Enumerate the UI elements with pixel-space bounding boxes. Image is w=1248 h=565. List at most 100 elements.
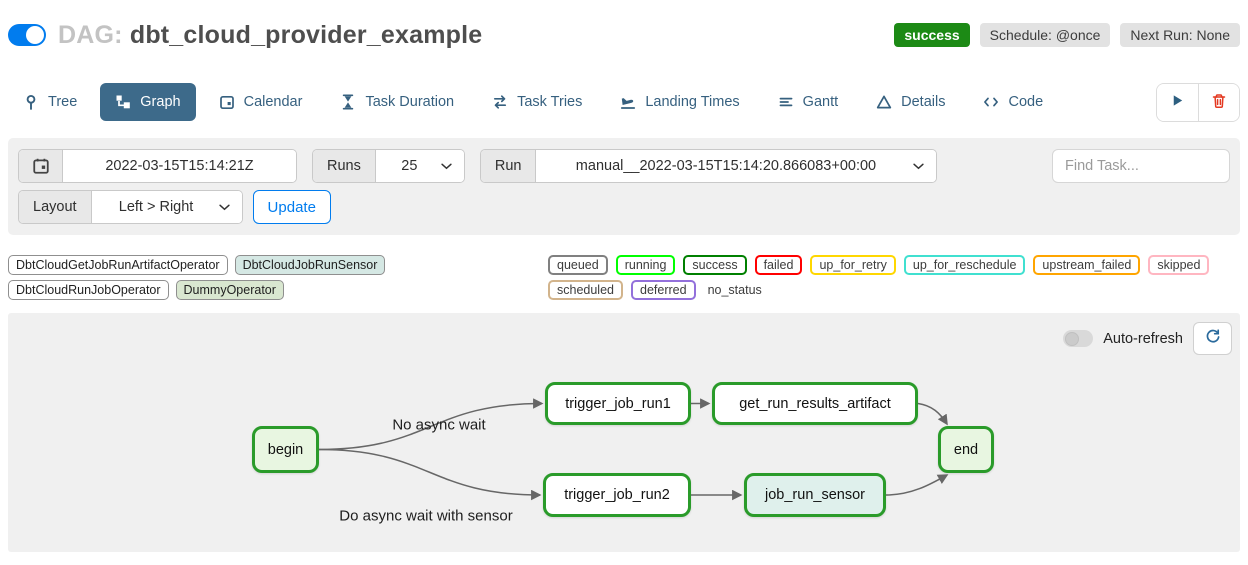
run-group: Run manual__2022-03-15T15:14:20.866083+0… [479, 149, 938, 183]
status-filter-upstream_failed[interactable]: upstream_failed [1033, 255, 1141, 275]
tab-label: Calendar [243, 94, 303, 110]
status-filter-deferred[interactable]: deferred [631, 280, 696, 300]
tab-label: Details [901, 94, 946, 110]
task-node-get_run_results_artifact[interactable]: get_run_results_artifact [712, 382, 918, 425]
refresh-button[interactable] [1193, 322, 1232, 355]
status-filter-success[interactable]: success [683, 255, 747, 275]
schedule-badge: Schedule: @once [979, 23, 1111, 47]
page-title: DAG: dbt_cloud_provider_example [58, 21, 482, 50]
execution-date-input[interactable] [63, 150, 296, 182]
edge-job_run_sensor-to-end [885, 474, 949, 496]
view-tabbar: Tree Graph Calendar Task Duration Task Tries… [0, 80, 1248, 124]
delete-dag-button[interactable] [1198, 83, 1239, 121]
run-select[interactable]: manual__2022-03-15T15:14:20.866083+00:00 [536, 150, 937, 182]
status-filter-up_for_reschedule[interactable]: up_for_reschedule [903, 255, 1026, 275]
calendar-input-icon[interactable] [19, 150, 63, 182]
toggle-knob [1064, 331, 1079, 346]
chevron-down-icon [913, 163, 925, 170]
code-icon [983, 94, 999, 110]
tab-task-tries[interactable]: Task Tries [477, 83, 597, 121]
plane-landing-icon [620, 94, 636, 110]
tab-label: Code [1008, 94, 1044, 110]
tab-label: Gantt [802, 94, 839, 110]
tab-task-duration[interactable]: Task Duration [325, 83, 469, 121]
tab-list: Tree Graph Calendar Task Duration Task Tries… [8, 83, 1058, 121]
layout-label: Layout [19, 191, 92, 223]
runs-group: Runs 25 [312, 149, 465, 183]
tab-details[interactable]: Details [861, 83, 960, 121]
refresh-icon [1205, 329, 1221, 348]
toggle-knob [26, 26, 44, 44]
operator-badge: DbtCloudJobRunSensor [234, 255, 386, 275]
tab-calendar[interactable]: Calendar [204, 83, 318, 121]
task-node-begin[interactable]: begin [252, 426, 319, 473]
tab-tree[interactable]: Tree [8, 83, 92, 121]
calendar-icon [219, 94, 235, 110]
status-filter-running[interactable]: running [615, 255, 676, 275]
legend-statuses: queued running success failed up_for_retry up… [548, 255, 1240, 300]
layout-select-value: Left > Right [118, 199, 194, 215]
dag-status-badges: success Schedule: @once Next Run: None [894, 23, 1240, 47]
chevron-down-icon [218, 204, 230, 211]
graph-icon [115, 94, 131, 110]
filter-panel: Runs 25 Run manual__2022-03-15T15:14:20.… [8, 138, 1240, 235]
status-filter-skipped[interactable]: skipped [1148, 255, 1210, 275]
status-filter-scheduled[interactable]: scheduled [548, 280, 623, 300]
tab-label: Task Tries [517, 94, 583, 110]
dag-header: DAG: dbt_cloud_provider_example success … [0, 0, 1248, 52]
trash-icon [1211, 93, 1227, 112]
no-status-label: no_status [707, 283, 762, 297]
edge-get_run_results_artifact-to-end [917, 402, 948, 426]
repeat-icon [492, 94, 508, 110]
auto-refresh-label: Auto-refresh [1103, 330, 1183, 347]
dag-pause-toggle[interactable] [8, 24, 46, 46]
layout-select[interactable]: Left > Right [91, 191, 242, 223]
trigger-dag-button[interactable] [1157, 83, 1198, 121]
status-filter-failed[interactable]: failed [754, 255, 803, 275]
tree-icon [23, 94, 39, 110]
graph-controls: Auto-refresh [1063, 322, 1232, 355]
find-task-input[interactable] [1052, 149, 1230, 183]
tab-label: Tree [48, 94, 78, 110]
edge-label: No async wait [392, 416, 486, 434]
legend: DbtCloudGetJobRunArtifactOperator DbtClou… [8, 255, 1240, 300]
status-filter-queued[interactable]: queued [548, 255, 608, 275]
next-run-badge: Next Run: None [1120, 23, 1240, 47]
status-filter-up_for_retry[interactable]: up_for_retry [810, 255, 896, 275]
task-node-end[interactable]: end [938, 426, 994, 473]
operator-badge: DbtCloudGetJobRunArtifactOperator [8, 255, 228, 275]
status-badge: success [894, 23, 970, 47]
dag-id-label: dbt_cloud_provider_example [129, 20, 483, 49]
edge-begin-to-trigger_job_run2 [318, 448, 542, 501]
filter-row-1: Runs 25 Run manual__2022-03-15T15:14:20.… [18, 149, 1230, 183]
edge-label: Do async wait with sensor [339, 507, 513, 525]
task-node-job_run_sensor[interactable]: job_run_sensor [744, 473, 886, 517]
filter-row-2: Layout Left > Right Update [18, 190, 1230, 224]
edge-begin-to-trigger_job_run1 [318, 398, 544, 451]
tab-label: Graph [140, 94, 181, 110]
dag-action-group [1156, 82, 1240, 122]
play-icon [1170, 93, 1185, 111]
dag-prefix-label: DAG: [58, 20, 123, 49]
graph-panel: Auto-refresh begin trigger_job_run1 get_ru… [8, 313, 1240, 552]
legend-operators: DbtCloudGetJobRunArtifactOperator DbtClou… [8, 255, 548, 300]
layout-group: Layout Left > Right [18, 190, 243, 224]
chevron-down-icon [441, 163, 452, 170]
update-button[interactable]: Update [252, 190, 331, 224]
runs-label: Runs [313, 150, 376, 182]
tab-landing-times[interactable]: Landing Times [605, 83, 754, 121]
hourglass-icon [340, 94, 356, 110]
tab-code[interactable]: Code [968, 83, 1058, 121]
task-node-trigger_job_run1[interactable]: trigger_job_run1 [545, 382, 691, 425]
runs-select[interactable]: 25 [375, 150, 464, 182]
run-label: Run [480, 150, 537, 182]
run-select-value: manual__2022-03-15T15:14:20.866083+00:00 [575, 158, 877, 174]
tab-gantt[interactable]: Gantt [763, 83, 853, 121]
tab-graph[interactable]: Graph [100, 83, 196, 121]
runs-select-value: 25 [401, 158, 418, 174]
auto-refresh-toggle[interactable] [1063, 330, 1094, 347]
execution-date-group [18, 149, 297, 183]
task-node-trigger_job_run2[interactable]: trigger_job_run2 [543, 473, 691, 517]
tab-label: Task Duration [365, 94, 455, 110]
